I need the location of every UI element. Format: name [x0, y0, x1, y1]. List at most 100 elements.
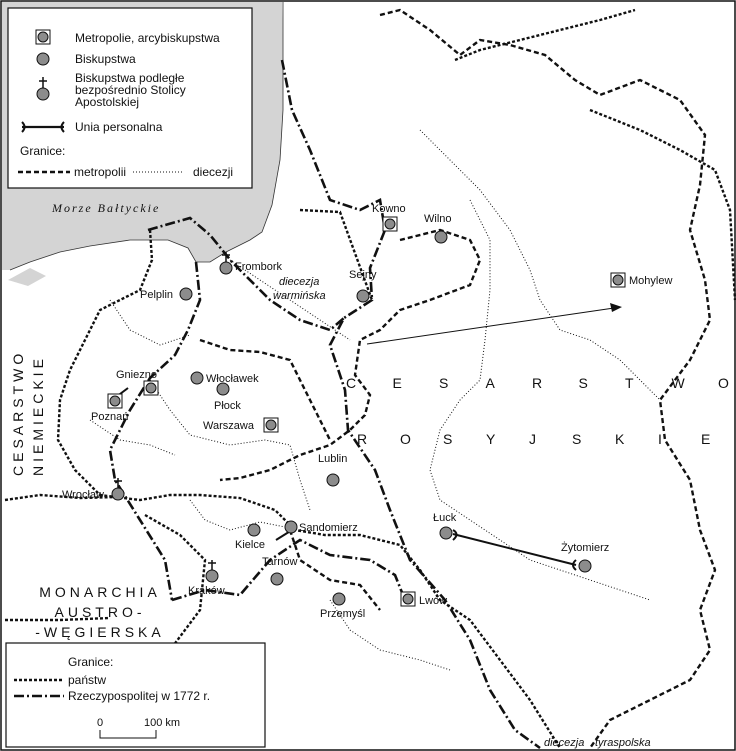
- metropolis-icon: [107, 393, 123, 409]
- metropolis-icon: [263, 417, 279, 433]
- bishopric-icon: [36, 52, 50, 66]
- legend-bishopric: Biskupstwa: [75, 52, 136, 66]
- scale-bar: [99, 730, 157, 739]
- russian-empire-letter: S: [572, 431, 585, 447]
- bishopric-icon: [179, 287, 193, 301]
- legend-bottom-title: Granice:: [68, 655, 113, 669]
- russian-empire-letter: R: [357, 431, 371, 447]
- russian-empire-letter: I: [658, 431, 666, 447]
- russian-empire-letter: J: [529, 431, 540, 447]
- bishopric-icon: [216, 382, 230, 396]
- city-label: Lwów: [419, 595, 447, 607]
- union-end-right: [572, 559, 577, 571]
- bishopric-icon: [270, 572, 284, 586]
- russian-empire-letter: R: [532, 375, 546, 391]
- city-label: Mohylew: [629, 275, 672, 287]
- diocese-tyraspolska-label: tyraspolska: [595, 737, 651, 749]
- german-empire-label: CESARSTWO: [10, 350, 26, 476]
- bishopric-icon: [439, 526, 453, 540]
- metropolis-icon: [382, 216, 398, 232]
- bishopric-icon: [284, 520, 298, 534]
- sea-spit: [8, 268, 46, 286]
- legend-exempt: Biskupstwa podległe: [75, 71, 185, 85]
- city-label: Kraków: [188, 585, 225, 597]
- austro-hungary-label: -WĘGIERSKA: [35, 624, 164, 640]
- city-label: Gniezno: [116, 369, 157, 381]
- bishopric-icon: [356, 289, 370, 303]
- city-label: Przemyśl: [320, 608, 365, 620]
- bishopric-icon: [326, 473, 340, 487]
- city-label: Poznań: [91, 411, 128, 423]
- russian-empire-letter: S: [439, 375, 452, 391]
- russian-empire-letter: S: [443, 431, 456, 447]
- bishopric-icon: [434, 230, 448, 244]
- bishopric-icon: [332, 592, 346, 606]
- legend-borders-title: Granice:: [20, 144, 65, 158]
- city-label: Żytomierz: [561, 541, 609, 554]
- legend-metropolis: Metropolie, arcybiskupstwa: [75, 31, 220, 45]
- city-label: Kielce: [235, 539, 265, 551]
- city-label: Włocławek: [206, 373, 259, 385]
- sea-label: Morze Bałtyckie: [51, 201, 160, 215]
- austro-hungary-label: MONARCHIA: [39, 584, 161, 600]
- russian-empire-letter: Y: [486, 431, 499, 447]
- cross-bishopric-icon: [111, 478, 125, 501]
- city-label: Kowno: [372, 203, 406, 215]
- cross-bishopric-icon: [219, 252, 233, 275]
- russian-empire-letter: S: [579, 375, 592, 391]
- cross-bishopric-icon: [36, 77, 50, 101]
- legend-panstw: państw: [68, 673, 106, 687]
- legend-exempt: bezpośrednio Stolicy: [75, 83, 186, 97]
- diocese-warminska-label: warmińska: [273, 290, 326, 302]
- russian-empire-letter: W: [672, 375, 689, 391]
- russian-empire-letter: O: [718, 375, 733, 391]
- metropolis-icon: [37, 31, 49, 43]
- city-label: Wilno: [424, 213, 452, 225]
- metropolis-icon: [400, 591, 416, 607]
- cross-bishopric-icon: [205, 560, 219, 583]
- austro-hungary-label: AUSTRO-: [55, 604, 146, 620]
- legend-top: Metropolie, arcybiskupstwa Biskupstwa Bi…: [7, 7, 253, 189]
- scale-km: 100 km: [144, 717, 180, 729]
- bishopric-icon: [190, 371, 204, 385]
- russian-empire-letter: K: [615, 431, 628, 447]
- city-label: Pelplin: [140, 289, 173, 301]
- legend-metropolii: metropolii: [74, 165, 126, 179]
- legend-exempt: Apostolskiej: [75, 95, 139, 109]
- border-metropolis: [199, 8, 717, 749]
- scale-zero: 0: [97, 717, 103, 729]
- union-end-left: [452, 529, 458, 541]
- city-label: Wrocław: [62, 489, 104, 501]
- legend-1772: Rzeczypospolitej w 1772 r.: [68, 689, 210, 703]
- russian-empire-letter: A: [486, 375, 499, 391]
- city-label: Sandomierz: [299, 522, 358, 534]
- arrow-line: [366, 307, 615, 345]
- union-icon: [21, 121, 65, 133]
- russian-empire-letter: T: [625, 375, 638, 391]
- city-label: Łuck: [433, 512, 457, 524]
- border-states: [4, 8, 736, 749]
- metropolis-icon: [143, 380, 159, 396]
- coast-line: [9, 2, 284, 271]
- russian-empire-letter: E: [393, 375, 406, 391]
- legend-diecezji: diecezji: [193, 165, 233, 179]
- bishopric-icon: [247, 523, 261, 537]
- metropolis-icon: [610, 272, 626, 288]
- city-label: Lublin: [318, 453, 347, 465]
- arrow-head: [610, 303, 622, 312]
- border-dioceses: [89, 129, 661, 671]
- russian-empire-letter: E: [701, 431, 714, 447]
- russian-empire-letter: O: [400, 431, 415, 447]
- legend-union: Unia personalna: [75, 120, 163, 134]
- city-label: Płock: [214, 400, 241, 412]
- city-label: Sejny: [349, 269, 377, 281]
- german-empire-label: NIEMIECKIE: [30, 355, 46, 476]
- city-label: Frombork: [235, 261, 283, 273]
- diocese-tyraspolska-label: diecezja: [544, 737, 584, 749]
- russian-empire-letter: C: [346, 375, 360, 391]
- diocese-warminska-label: diecezja: [279, 276, 319, 288]
- bishopric-icon: [578, 559, 592, 573]
